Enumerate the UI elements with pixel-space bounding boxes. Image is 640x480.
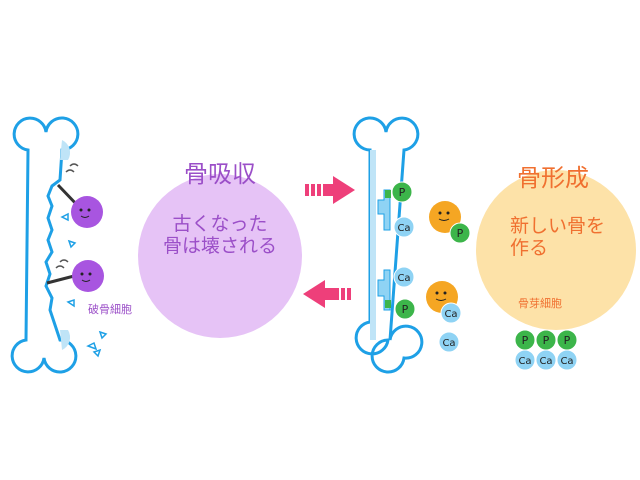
osteoclast-label: 破骨細胞 xyxy=(88,302,132,316)
calcium-ion: Ca xyxy=(440,302,462,324)
phosphorus-ion: P xyxy=(391,181,413,203)
formation-title: 骨形成 xyxy=(517,164,589,192)
resorption-text-line2: 骨は壊される xyxy=(163,235,277,257)
phosphorus-label: P xyxy=(564,334,571,347)
phosphorus-ion: P xyxy=(394,298,416,320)
phosphorus-ion: P xyxy=(535,329,557,351)
resorption-circle xyxy=(138,174,302,338)
calcium-label: Ca xyxy=(444,309,457,320)
calcium-ion: Ca xyxy=(535,349,557,371)
calcium-ion: Ca xyxy=(393,266,415,288)
calcium-label: Ca xyxy=(560,356,573,367)
resorption-title: 骨吸収 xyxy=(184,160,256,188)
calcium-ion: Ca xyxy=(438,331,460,353)
phosphorus-label: P xyxy=(522,334,529,347)
calcium-ion: Ca xyxy=(514,349,536,371)
arrow-right-icon xyxy=(305,176,355,204)
osteoclast-2 xyxy=(46,259,104,292)
phosphorus-label: P xyxy=(457,227,464,240)
formation-circle xyxy=(476,170,636,330)
phosphorus-ion: P xyxy=(556,329,578,351)
phosphorus-ion: P xyxy=(449,222,471,244)
resorption-text-line1: 古くなった xyxy=(172,213,267,235)
osteoblast-1 xyxy=(429,201,461,233)
calcium-label: Ca xyxy=(397,223,410,234)
osteoclast-1 xyxy=(56,163,103,228)
calcium-ion: Ca xyxy=(393,216,415,238)
left-bone xyxy=(10,116,80,374)
osteoblast-label: 骨芽細胞 xyxy=(518,296,562,310)
formation-text-line2: 作る xyxy=(510,237,548,259)
formation-text-line1: 新しい骨を xyxy=(510,215,605,237)
bone-fragments xyxy=(60,212,108,358)
arrow-left-icon xyxy=(303,280,351,308)
phosphorus-label: P xyxy=(399,186,406,199)
phosphorus-label: P xyxy=(402,303,409,316)
phosphorus-label: P xyxy=(543,334,550,347)
calcium-label: Ca xyxy=(397,273,410,284)
calcium-label: Ca xyxy=(442,338,455,349)
calcium-ion: Ca xyxy=(556,349,578,371)
calcium-label: Ca xyxy=(518,356,531,367)
phosphorus-ion: P xyxy=(514,329,536,351)
calcium-label: Ca xyxy=(539,356,552,367)
right-bone xyxy=(352,116,424,374)
mineral-stack: Ca Ca Ca P P P xyxy=(514,329,578,371)
